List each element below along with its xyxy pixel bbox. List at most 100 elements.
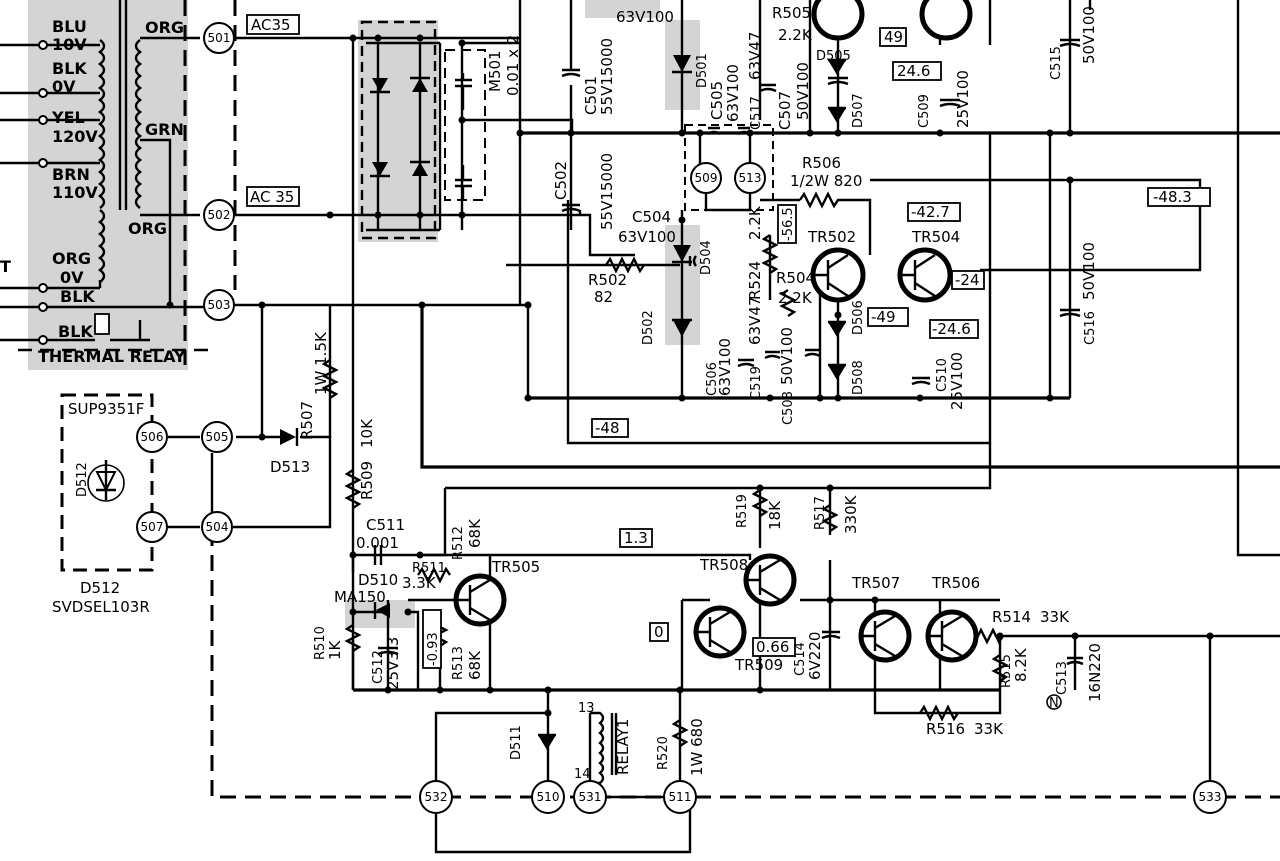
bridge-diodes	[370, 76, 430, 178]
voltage-box-ac35-top: AC35	[246, 14, 300, 35]
svg-text:507: 507	[141, 520, 164, 534]
label-d502: D502	[641, 310, 656, 345]
label-tr509: TR509	[734, 656, 783, 674]
label-m501: M501	[486, 50, 504, 92]
svg-text:503: 503	[208, 298, 231, 312]
label-r505: R505	[772, 4, 811, 22]
voltage-box-ac35-mid: AC 35	[246, 186, 300, 207]
label-sup: SUP9351F	[68, 400, 144, 418]
node-507: 507	[136, 511, 168, 543]
node-506: 506	[136, 421, 168, 453]
tap-yel-volt: 120V	[52, 127, 98, 146]
label-c515: C515	[1049, 46, 1064, 80]
label-r513v: 68K	[466, 650, 484, 680]
svg-text:511: 511	[669, 790, 692, 804]
label-c511v: 0.001	[356, 534, 399, 552]
label-r514v: 33K	[1040, 608, 1070, 626]
ma150-shade	[345, 600, 415, 628]
label-c505v: 63V100	[724, 64, 742, 122]
label-r519v: 18K	[766, 500, 784, 530]
relay-coil	[590, 711, 618, 785]
node-502: 502	[203, 199, 235, 231]
svg-text:532: 532	[425, 790, 448, 804]
dash-line-main	[210, 530, 1280, 799]
label-c506: C506	[705, 362, 720, 396]
tap-brn-volt: 110V	[52, 183, 98, 202]
svg-text:-56.5: -56.5	[781, 207, 796, 241]
label-d510: D510	[358, 571, 398, 589]
svg-text:AC 35: AC 35	[250, 188, 294, 206]
node-531: 531	[573, 780, 607, 814]
label-v63v100-top: 63V100	[616, 8, 674, 26]
label-c513v: 16N220	[1086, 643, 1104, 702]
label-c519: C519	[749, 366, 764, 400]
right-org-top: ORG	[145, 18, 184, 37]
label-c512v: 25V3.3	[384, 637, 402, 690]
capacitors	[373, 38, 1084, 666]
svg-text:1.3: 1.3	[624, 529, 648, 547]
label-r516: R516	[926, 720, 965, 738]
label-c504: C504	[632, 208, 671, 226]
label-c505: C505	[708, 81, 726, 120]
label-c510: C510	[935, 358, 950, 392]
label-c509: C509	[917, 94, 932, 128]
tap-blk3-label: BLK	[58, 322, 93, 341]
label-c514: C514	[793, 642, 808, 676]
edge-letter: T	[0, 257, 11, 276]
voltage-box-246-top: 24.6	[892, 61, 942, 81]
svg-text:501: 501	[208, 31, 231, 45]
label-r512v: 68K	[466, 518, 484, 548]
voltage-box-427: -42.7	[907, 202, 961, 222]
label-tr505: TR505	[491, 558, 540, 576]
label-r505v: 2.2K	[778, 26, 813, 44]
voltage-box-483: -48.3	[1147, 187, 1211, 207]
svg-text:502: 502	[208, 208, 231, 222]
svg-text:AC35: AC35	[251, 16, 291, 34]
label-c516: C516	[1083, 311, 1098, 345]
label-c509v: 25V100	[954, 70, 972, 128]
label-c504v: 63V100	[618, 228, 676, 246]
tap-blk-color: BLK	[52, 59, 87, 78]
label-tr502: TR502	[807, 228, 856, 246]
svg-text:-0.93: -0.93	[426, 632, 441, 666]
wiring	[167, 0, 1280, 854]
node-510: 510	[531, 780, 565, 814]
node-509: 509	[690, 162, 722, 194]
svg-text:510: 510	[537, 790, 560, 804]
label-c501v: 55V15000	[598, 38, 616, 115]
label-r520: R520	[656, 736, 671, 770]
svg-text:49: 49	[884, 28, 903, 46]
label-r502: R502	[588, 271, 627, 289]
label-r516v: 33K	[974, 720, 1004, 738]
label-c501: C501	[582, 76, 600, 115]
svg-text:-24: -24	[955, 271, 980, 289]
label-r507v: 1W 1.5K	[312, 331, 330, 395]
label-n-mark: N	[1049, 696, 1059, 711]
label-d506: D506	[851, 300, 866, 335]
svg-text:506: 506	[141, 430, 164, 444]
voltage-box-246: -24.6	[929, 319, 979, 339]
label-r509: R509	[358, 461, 376, 500]
svg-text:0: 0	[654, 623, 664, 641]
label-r510v: 1K	[326, 639, 344, 660]
voltage-box-13: 1.3	[619, 528, 653, 548]
voltage-box-24: -24	[951, 270, 985, 290]
label-r506: R506	[802, 154, 841, 172]
diodes	[87, 55, 846, 750]
svg-text:-48.3: -48.3	[1153, 188, 1192, 206]
svg-text:504: 504	[206, 520, 229, 534]
node-501: 501	[203, 22, 235, 54]
label-c514v: 6V220	[806, 632, 824, 680]
svg-text:-49: -49	[871, 308, 896, 326]
label-r514: R514	[992, 608, 1031, 626]
label-r513: R513	[451, 646, 466, 680]
label-c506v: 63V100	[716, 338, 734, 396]
label-d511: D511	[509, 725, 524, 760]
transistors	[453, 0, 979, 663]
label-r509v: 10K	[358, 418, 376, 448]
label-r504v: 2.2K	[778, 289, 813, 307]
label-c511: C511	[366, 516, 405, 534]
label-v63v47-top: 63V47	[746, 32, 764, 80]
node-532: 532	[419, 780, 453, 814]
label-d512-part: SVDSEL103R	[52, 598, 150, 616]
